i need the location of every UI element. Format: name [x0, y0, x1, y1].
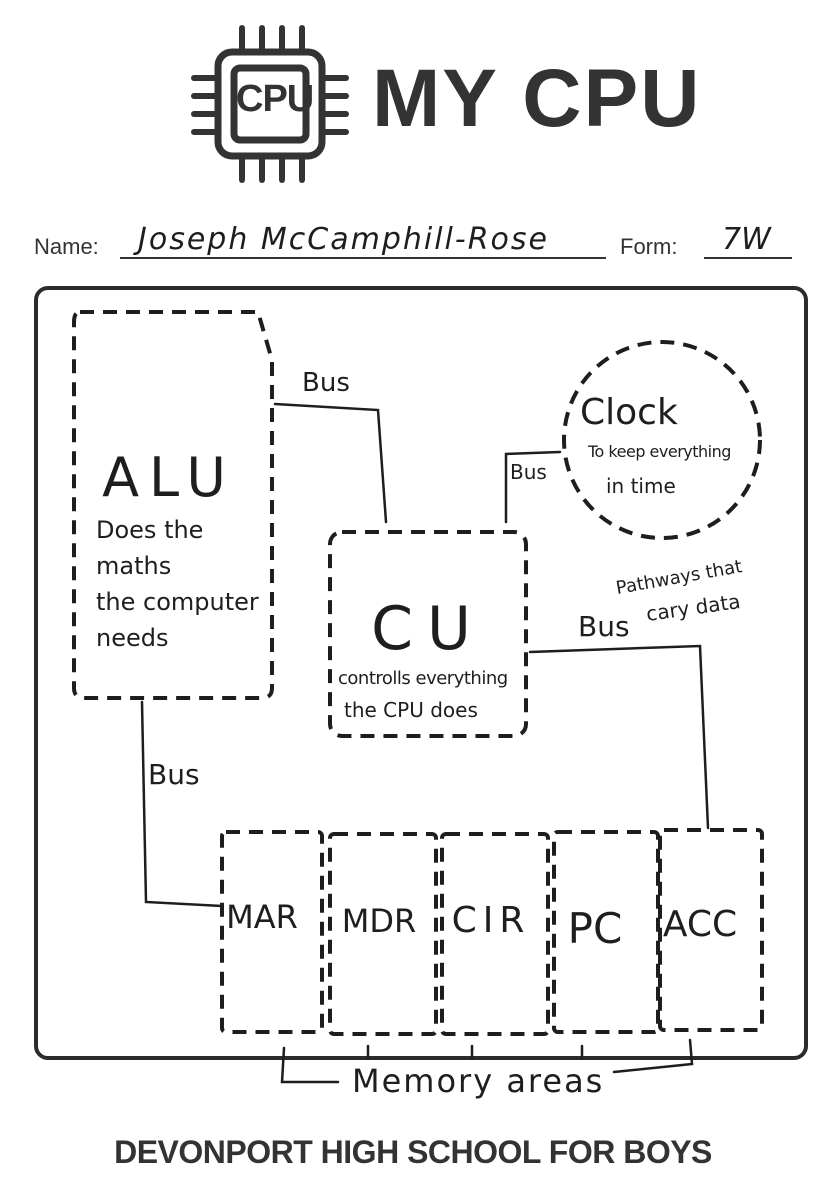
- clock-desc-line-1: To keep everything: [588, 442, 731, 461]
- alu-title: ALU: [102, 446, 236, 509]
- cu-title: CU: [371, 594, 485, 664]
- register-box-mar: [220, 830, 324, 1034]
- register-box-cir: [440, 832, 550, 1036]
- register-label-mdr: MDR: [341, 902, 417, 940]
- register-box-mdr: [328, 832, 438, 1036]
- bus-line-alu-cu: [273, 402, 388, 524]
- register-label-pc: PC: [567, 904, 623, 953]
- bus-label-alu-memory: Bus: [148, 758, 200, 791]
- name-label: Name:: [34, 234, 99, 259]
- cpu-chip-icon: [191, 25, 349, 183]
- clock-circle: [562, 340, 762, 540]
- alu-box: [72, 310, 274, 700]
- memory-bracket: [280, 1046, 340, 1084]
- register-label-acc: ACC: [662, 904, 738, 945]
- form-label: Form:: [620, 234, 678, 259]
- register-box-pc: [552, 830, 660, 1034]
- register-box-acc: [658, 828, 764, 1032]
- form-value: 7W: [722, 222, 771, 257]
- alu-desc-line-3: the computer: [96, 588, 259, 616]
- cu-desc-line-1: controlls everything: [338, 668, 508, 689]
- cu-box: [328, 530, 528, 738]
- alu-desc-line-2: maths: [96, 552, 172, 580]
- bus-line-cu-clock: [504, 450, 562, 524]
- page-title: MY CPU: [372, 53, 702, 144]
- logo-text: CPU: [236, 78, 314, 120]
- alu-desc-line-1: Does the: [96, 516, 204, 544]
- outer-frame: [34, 286, 808, 1060]
- bus-label-cu-memory: Bus: [578, 610, 630, 643]
- register-label-mar: MAR: [226, 898, 298, 936]
- alu-desc-line-4: needs: [96, 624, 169, 652]
- cu-desc-line-2: the CPU does: [344, 698, 478, 722]
- bus-line-cu-memory: [528, 644, 710, 830]
- clock-desc-line-2: in time: [606, 474, 676, 498]
- bus-label-cu-clock: Bus: [510, 460, 547, 484]
- register-label-cir: CIR: [451, 900, 531, 941]
- school-name: DEVONPORT HIGH SCHOOL FOR BOYS: [114, 1134, 712, 1170]
- memory-areas-label: Memory areas: [352, 1062, 605, 1100]
- bus-line-alu-memory: [140, 700, 224, 908]
- name-value: Joseph McCamphill-Rose: [138, 222, 549, 257]
- clock-title: Clock: [580, 392, 678, 433]
- bus-label-alu-cu: Bus: [302, 368, 350, 398]
